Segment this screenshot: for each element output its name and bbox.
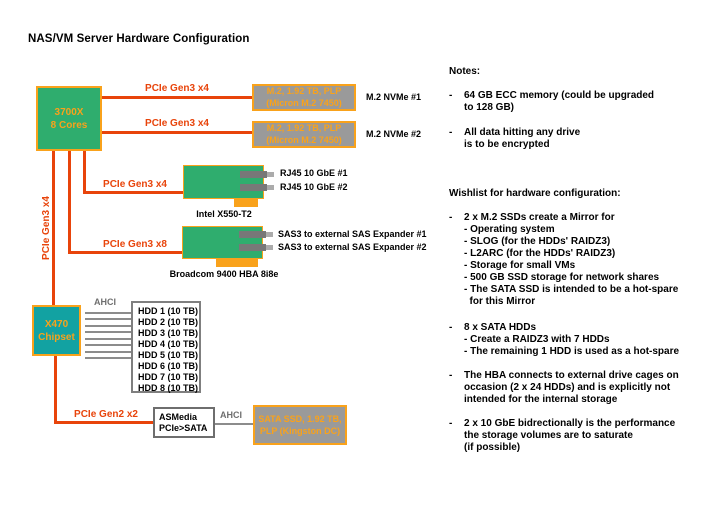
hdd-row: HDD 5 (10 TB)	[138, 350, 199, 360]
link-line-nic-vertical	[83, 151, 86, 194]
wishlist-item: - 2 x M.2 SSDs create a Mirror for - Ope…	[449, 212, 720, 308]
ahci-line-6	[85, 344, 131, 346]
hdd-row: HDD 3 (10 TB)	[138, 328, 199, 338]
bullet-dash: -	[449, 322, 453, 333]
bullet-dash: -	[449, 418, 453, 429]
link-label-pcie-chipset: PCIe Gen3 x4	[41, 196, 52, 260]
note-text: 64 GB ECC memory (could be upgraded to 1…	[464, 90, 655, 113]
hdd-row: HDD 7 (10 TB)	[138, 372, 199, 382]
notes-column: Notes: - 64 GB ECC memory (could be upgr…	[449, 66, 720, 454]
link-line-hba-vertical	[68, 151, 71, 254]
hba-name-label: Broadcom 9400 HBA 8i8e	[169, 269, 279, 279]
link-label-pcie-m2-1: PCIe Gen3 x4	[145, 83, 209, 94]
nic-pcie-tab	[234, 199, 258, 207]
link-line-m2-2	[102, 131, 252, 134]
note-item: - 64 GB ECC memory (could be upgraded to…	[449, 90, 720, 114]
link-line-sata-horizontal	[54, 421, 153, 424]
hdd-row: HDD 1 (10 TB)	[138, 306, 199, 316]
ahci-line-3	[85, 325, 131, 327]
sas-port-2	[239, 244, 266, 251]
hdd-row: HDD 8 (10 TB)	[138, 383, 199, 393]
rj45-port-label-1: RJ45 10 GbE #1	[280, 168, 348, 178]
bullet-dash: -	[449, 370, 453, 381]
ahci-line-bottom	[215, 423, 253, 425]
wishlist-text: 8 x SATA HDDs - Create a RAIDZ3 with 7 H…	[464, 322, 680, 357]
ahci-line-1	[85, 312, 131, 314]
wishlist-text: 2 x 10 GbE bidrectionally is the perform…	[464, 418, 676, 453]
sas-port-label-2: SAS3 to external SAS Expander #2	[278, 242, 427, 252]
sata-ssd-box: SATA SSD, 1.92 TB, PLP (Kingston DC)	[253, 405, 347, 445]
m2-ssd-box-2: M.2, 1.92 TB, PLP (Micron M.2 7450)	[252, 121, 356, 148]
link-label-pcie-m2-2: PCIe Gen3 x4	[145, 118, 209, 129]
ahci-line-2	[85, 318, 131, 320]
nic-card	[183, 165, 264, 199]
hba-pcie-tab	[216, 259, 258, 267]
note-text: All data hitting any drive is to be encr…	[464, 127, 581, 150]
link-line-chipset-vertical	[52, 151, 55, 305]
wishlist-text: 2 x M.2 SSDs create a Mirror for - Opera…	[464, 212, 679, 307]
wishlist-item: - 2 x 10 GbE bidrectionally is the perfo…	[449, 418, 720, 454]
ahci-line-4	[85, 331, 131, 333]
wishlist-item: - The HBA connects to external drive cag…	[449, 370, 720, 406]
rj45-port-1	[240, 171, 267, 178]
ahci-line-7	[85, 351, 131, 353]
hdd-row: HDD 4 (10 TB)	[138, 339, 199, 349]
chipset-box: X470 Chipset	[32, 305, 81, 356]
wishlist-text: The HBA connects to external drive cages…	[464, 370, 679, 405]
sas-port-1	[239, 231, 266, 238]
link-line-hba-horizontal	[68, 251, 182, 254]
rj45-port-1-stub	[267, 172, 274, 177]
link-label-pcie-sata: PCIe Gen2 x2	[74, 409, 138, 420]
link-line-sata-vertical	[54, 356, 57, 424]
cpu-box: 3700X 8 Cores	[36, 86, 102, 151]
note-item: - All data hitting any drive is to be en…	[449, 127, 720, 151]
bullet-dash: -	[449, 90, 453, 101]
link-line-nic-horizontal	[83, 191, 183, 194]
m2-ssd-box-1: M.2, 1.92 TB, PLP (Micron M.2 7450)	[252, 84, 356, 111]
sas-port-label-1: SAS3 to external SAS Expander #1	[278, 229, 427, 239]
rj45-port-2-stub	[267, 185, 274, 190]
sas-port-1-stub	[266, 232, 273, 237]
rj45-port-label-2: RJ45 10 GbE #2	[280, 182, 348, 192]
m2-nvme-label-1: M.2 NVMe #1	[366, 92, 422, 102]
nic-name-label: Intel X550-T2	[196, 209, 252, 219]
ahci-label-bottom: AHCI	[220, 410, 242, 420]
link-label-pcie-nic: PCIe Gen3 x4	[103, 179, 167, 190]
link-line-m2-1	[102, 96, 252, 99]
sas-port-2-stub	[266, 245, 273, 250]
wishlist-item: - 8 x SATA HDDs - Create a RAIDZ3 with 7…	[449, 322, 720, 358]
sata-bridge-box: ASMedia PCIe>SATA	[153, 407, 215, 438]
hdd-list-box: HDD 1 (10 TB) HDD 2 (10 TB) HDD 3 (10 TB…	[131, 301, 201, 393]
rj45-port-2	[240, 184, 267, 191]
hdd-row: HDD 6 (10 TB)	[138, 361, 199, 371]
hdd-row: HDD 2 (10 TB)	[138, 317, 199, 327]
bullet-dash: -	[449, 127, 453, 138]
ahci-label-top: AHCI	[94, 297, 116, 307]
m2-nvme-label-2: M.2 NVMe #2	[366, 129, 422, 139]
notes-heading: Notes:	[449, 66, 481, 77]
wishlist-heading: Wishlist for hardware configuration:	[449, 188, 621, 199]
ahci-line-5	[85, 338, 131, 340]
page-title: NAS/VM Server Hardware Configuration	[28, 33, 250, 45]
link-label-pcie-hba: PCIe Gen3 x8	[103, 239, 167, 250]
ahci-line-8	[85, 357, 131, 359]
bullet-dash: -	[449, 212, 453, 223]
